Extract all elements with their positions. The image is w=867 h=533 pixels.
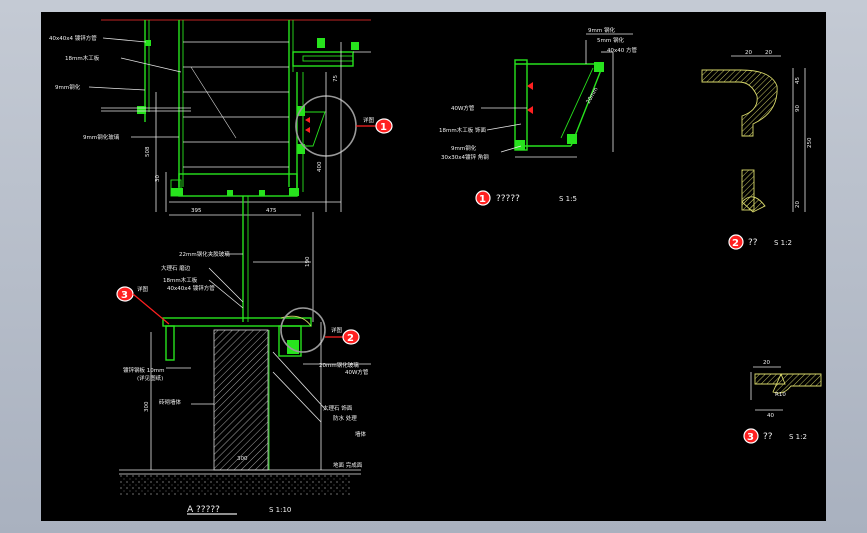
floor-earth (119, 474, 351, 496)
note-stone-edge: 大理石 磨边 (161, 264, 191, 272)
dim-label: 300 (144, 401, 150, 412)
detail3-scale: S 1:2 (789, 433, 807, 441)
note-board-18: 18mm木工板 (163, 276, 198, 284)
main-title: A ????? (187, 505, 220, 515)
dim-label: 20 (745, 50, 752, 56)
svg-text:详图: 详图 (331, 326, 343, 334)
detail1-note: 40W方管 (451, 104, 475, 112)
detail-3: 20 R10 40 3 ?? S 1:2 (743, 360, 822, 444)
detail1-note: 9mm钢化 (451, 144, 477, 152)
note-tube-mid: 40x40x4 镀锌方管 (167, 284, 215, 292)
dim-label: 395 (191, 208, 202, 214)
note-glass-20: 20mm钢化玻璃 (319, 361, 359, 369)
dim-label: 190 (305, 256, 311, 267)
dim-label: 75 (333, 75, 339, 82)
dim-label: 20 (763, 360, 770, 366)
dim-label: 475 (266, 208, 277, 214)
detail1-glass (570, 69, 602, 147)
detail-1: 9mm 钢化 5mm 钢化 40x40 方管 40W方管 18mm木工板 饰面 … (439, 26, 638, 206)
detail2-scale: S 1:2 (774, 239, 792, 247)
detail1-scale: S 1:5 (559, 195, 577, 203)
detail3-profile (754, 373, 822, 394)
note-plate-extra: (详见图纸) (137, 374, 163, 382)
note-finish-1: 大理石 饰面 (323, 404, 353, 412)
dim-label: 40 (767, 413, 774, 419)
main-section: 395 475 30 508 400 75 190 (49, 19, 393, 515)
detail2-title: ?? (748, 238, 758, 248)
cad-drawing: 395 475 30 508 400 75 190 (49, 19, 822, 515)
callout-1[interactable]: 1 详图 (356, 116, 393, 134)
dim-label: 20 (765, 50, 772, 56)
dim-label: 45 (795, 77, 801, 84)
dim-label: 20 (795, 201, 801, 208)
note-base: 墙体 (355, 430, 367, 438)
svg-text:2: 2 (732, 238, 739, 249)
detail2-badge: 2 (728, 234, 744, 250)
detail1-note: 9mm 钢化 (588, 26, 615, 34)
note-board-top: 18mm木工板 (65, 54, 100, 62)
note-tube-top: 40x40x4 镀锌方管 (49, 34, 97, 42)
note-core: 砖砌墙体 (159, 398, 182, 406)
note-tube-40: 40W方管 (345, 368, 369, 376)
detail1-note: 18mm木工板 饰面 (439, 126, 486, 134)
svg-text:详图: 详图 (363, 116, 375, 124)
main-scale: S 1:10 (269, 506, 291, 514)
dim-label: 400 (317, 161, 323, 172)
detail-2: 20 20 90 250 45 20 2 ?? S 1:2 (701, 50, 813, 250)
pedestal-core (213, 329, 269, 471)
detail1-note: 20mm (586, 87, 600, 105)
detail1-badge: 1 (475, 190, 491, 206)
detail3-badge: 3 (743, 428, 759, 444)
detail1-note: 40x40 方管 (607, 46, 638, 54)
svg-text:2: 2 (347, 333, 354, 344)
callout-2[interactable]: 2 详图 (325, 326, 360, 345)
callout-3[interactable]: 3 详图 (116, 285, 170, 325)
svg-text:1: 1 (479, 194, 486, 205)
dim-label: 508 (145, 146, 151, 157)
detail1-note: 30x30x4镀锌 角钢 (441, 153, 489, 161)
note-steel-plate: 镀锌钢板 10mm (123, 366, 164, 374)
dim-label: 90 (795, 105, 801, 112)
svg-text:1: 1 (380, 122, 387, 133)
note-glass-9: 9mm钢化 (55, 83, 81, 91)
dim-label: 250 (807, 137, 813, 148)
svg-text:详图: 详图 (137, 285, 149, 293)
svg-text:3: 3 (747, 432, 754, 443)
detail2-profile (701, 69, 778, 137)
drawing-sheet: 395 475 30 508 400 75 190 (41, 12, 826, 521)
dim-label: 30 (155, 175, 161, 182)
dim-label: R10 (775, 392, 786, 398)
note-glass-9-mid: 9mm钢化玻璃 (83, 133, 120, 141)
note-floor: 地面 完成面 (333, 461, 363, 469)
note-glass-22: 22mm钢化夹胶玻璃 (179, 250, 230, 258)
dim-label: 300 (237, 456, 248, 462)
detail3-title: ?? (763, 432, 773, 442)
detail1-title: ????? (496, 194, 520, 204)
note-finish-2: 防水 处理 (333, 414, 357, 422)
detail1-note: 5mm 钢化 (597, 36, 624, 44)
svg-text:3: 3 (121, 290, 128, 301)
